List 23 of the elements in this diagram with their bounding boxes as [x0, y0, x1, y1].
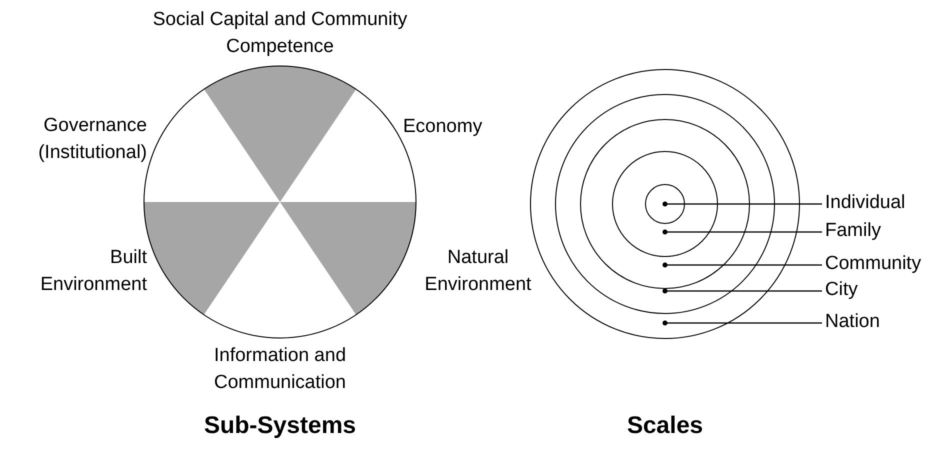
sector-label: Social Capital and Community Competence	[152, 8, 408, 59]
scale-label: Community	[822, 252, 945, 278]
leader-line	[662, 230, 822, 234]
leader-line	[662, 202, 822, 206]
scale-label: Family	[822, 219, 945, 245]
leader-line	[662, 288, 822, 294]
scale-label: Individual	[822, 191, 945, 217]
sector-label: Governance (Institutional)	[37, 114, 147, 165]
scale-ring	[530, 69, 800, 339]
scale-ring	[580, 119, 750, 289]
scale-label: City	[822, 278, 945, 304]
scale-label: Nation	[822, 310, 945, 336]
leader-line	[662, 320, 822, 326]
scale-ring	[612, 151, 718, 257]
sector-label: Information and Communication	[212, 344, 348, 395]
panel-heading: Scales	[626, 412, 704, 439]
scale-ring	[645, 184, 685, 224]
leader-line	[662, 262, 822, 268]
sector-label: Natural Environment	[424, 246, 532, 297]
scale-ring	[555, 94, 775, 314]
panel-heading: Sub-Systems	[202, 412, 358, 439]
sector-label: Economy	[403, 115, 484, 139]
sector-label: Built Environment	[39, 246, 147, 297]
